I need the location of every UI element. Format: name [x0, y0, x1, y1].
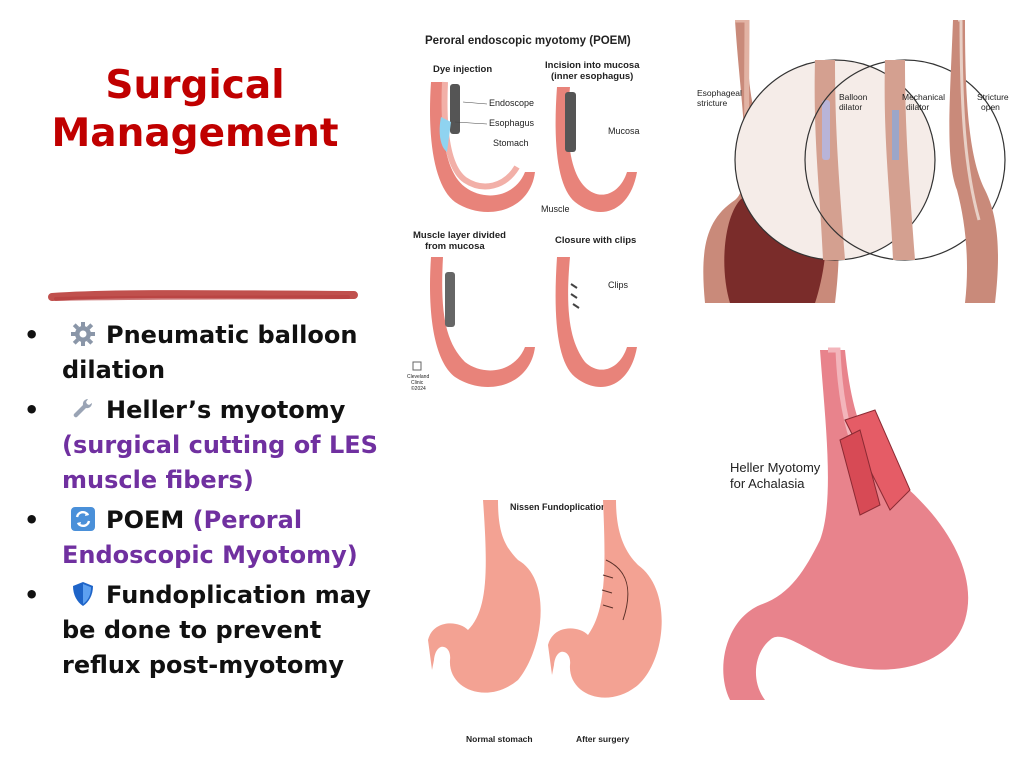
- label-open-1: Stricture: [977, 92, 1009, 102]
- poem-title: Peroral endoscopic myotomy (POEM): [425, 35, 631, 47]
- poem-panel3-label-2: from mucosa: [425, 241, 485, 252]
- bullet-list: • Pneumatic balloon dilation • Heller’s …: [18, 318, 408, 688]
- dilation-illustration: Esophageal stricture Balloon dilator Mec…: [695, 20, 1010, 303]
- title-line-2: Management: [51, 111, 339, 156]
- label-mucosa: Mucosa: [608, 126, 640, 136]
- wrench-icon: [73, 398, 93, 418]
- label-esophagus: Esophagus: [489, 118, 535, 128]
- bullet-dot: •: [24, 396, 40, 424]
- poem-panel2-label-2: (inner esophagus): [551, 71, 633, 82]
- fundo-title: Nissen Fundoplication: [510, 502, 607, 512]
- bullet-dot: •: [24, 581, 40, 609]
- poem-panel3-label-1: Muscle layer divided: [413, 230, 506, 241]
- fundoplication-illustration: Nissen Fundoplication Normal stomach Aft…: [428, 490, 680, 752]
- label-mechanical-1: Mechanical: [902, 92, 945, 102]
- title-line-1: Surgical: [105, 63, 285, 108]
- poem-panel2-label-1: Incision into mucosa: [545, 60, 640, 71]
- label-balloon-2: dilator: [839, 102, 862, 112]
- bullet-item: • Pneumatic balloon dilation: [18, 318, 408, 388]
- poem-illustration: Peroral endoscopic myotomy (POEM) Dye in…: [405, 22, 667, 402]
- bullet-text: Fundoplication may be done to prevent re…: [62, 581, 371, 679]
- heller-label-2: for Achalasia: [730, 476, 805, 491]
- bullet-item: • Heller’s myotomy (surgical cutting of …: [18, 393, 408, 498]
- label-balloon-1: Balloon: [839, 92, 868, 102]
- bullet-note: (surgical cutting of LES muscle fibers): [62, 431, 378, 494]
- logo-text-2: Clinic: [411, 380, 424, 386]
- slide-title: Surgical Management: [40, 62, 350, 158]
- poem-panel1-label: Dye injection: [433, 64, 492, 75]
- bullet-item: • Fundoplication may be done to prevent …: [18, 578, 408, 683]
- gear-icon: [71, 322, 95, 346]
- bullet-text: POEM: [106, 506, 185, 534]
- label-clips: Clips: [608, 280, 629, 290]
- label-stomach: Stomach: [493, 138, 529, 148]
- label-endoscope: Endoscope: [489, 98, 534, 108]
- bullet-text: Pneumatic balloon dilation: [62, 321, 358, 384]
- label-muscle: Muscle: [541, 204, 570, 214]
- label-after-surgery: After surgery: [576, 734, 630, 744]
- clinic-logo-icon: [412, 361, 422, 371]
- title-underline: [48, 290, 358, 301]
- bullet-item: • POEM (Peroral Endoscopic Myotomy): [18, 503, 408, 573]
- bullet-note: (Peroral Endoscopic Myotomy): [62, 506, 358, 569]
- logo-text-3: ©2024: [411, 385, 426, 392]
- heller-label-1: Heller Myotomy: [730, 460, 821, 475]
- cycle-arrows-icon: [71, 507, 95, 531]
- label-open-2: open: [981, 102, 1000, 112]
- label-normal-stomach: Normal stomach: [466, 734, 533, 744]
- logo-text-1: Cleveland: [407, 374, 429, 380]
- label-stricture-2: stricture: [697, 98, 728, 108]
- poem-panel4-label: Closure with clips: [555, 235, 636, 246]
- label-mechanical-2: dilator: [906, 102, 929, 112]
- heller-illustration: Heller Myotomy for Achalasia: [710, 340, 1010, 710]
- bullet-text: Heller’s myotomy: [106, 396, 346, 424]
- bullet-dot: •: [24, 506, 40, 534]
- label-stricture-1: Esophageal: [697, 88, 742, 98]
- shield-icon: [73, 582, 93, 606]
- bullet-dot: •: [24, 321, 40, 349]
